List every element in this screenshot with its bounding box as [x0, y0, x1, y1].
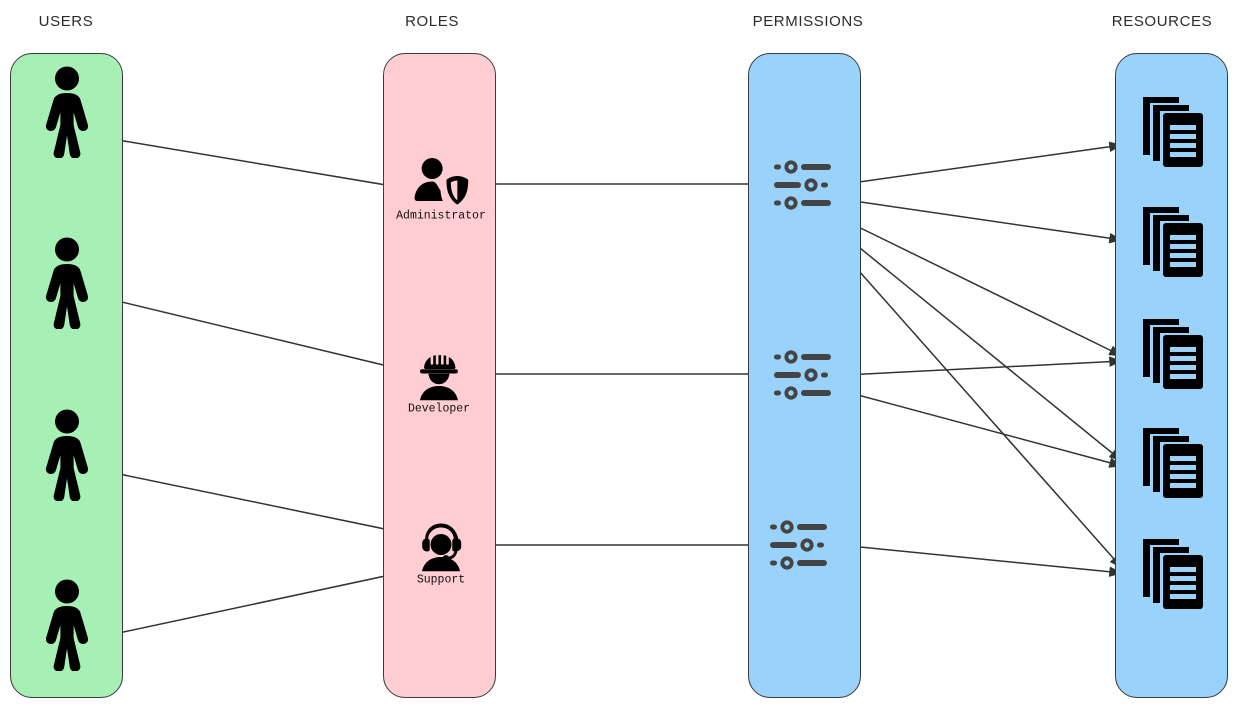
edge-permission1-resource4 — [827, 221, 1123, 462]
role-support-label: Support — [416, 573, 466, 587]
edge-user1-administrator — [99, 136, 405, 192]
permission-3[interactable] — [768, 518, 840, 572]
edge-permission2-resource3 — [844, 356, 1123, 376]
role-developer[interactable]: Developer — [408, 351, 470, 416]
user-1[interactable] — [39, 66, 95, 158]
person-icon — [39, 409, 95, 501]
resource-2[interactable] — [1134, 201, 1210, 279]
user-2[interactable] — [39, 237, 95, 329]
resource-1[interactable] — [1134, 91, 1210, 169]
edge-permission1-resource5 — [819, 226, 1123, 569]
edge-permission1-resource2 — [846, 199, 1123, 244]
person-icon — [39, 66, 95, 158]
hardhat-worker-icon — [411, 351, 467, 401]
edge-permission3-resource5 — [839, 544, 1123, 577]
column-header-resources: RESOURCES — [1111, 13, 1213, 30]
sliders-icon — [768, 518, 840, 572]
edge-permission1-resource1 — [844, 141, 1123, 185]
headset-agent-icon — [413, 522, 469, 572]
resource-5[interactable] — [1134, 533, 1210, 611]
edge-permission1-resource3 — [837, 216, 1123, 357]
user-3[interactable] — [39, 409, 95, 501]
documents-stack-icon — [1134, 201, 1210, 279]
documents-stack-icon — [1134, 313, 1210, 391]
resource-3[interactable] — [1134, 313, 1210, 391]
permission-1[interactable] — [772, 158, 844, 212]
documents-stack-icon — [1134, 422, 1210, 500]
edge-user2-developer — [96, 295, 405, 373]
role-support[interactable]: Support — [413, 522, 469, 587]
role-developer-label: Developer — [407, 402, 471, 416]
admin-shield-icon — [410, 158, 472, 208]
edge-user4-support — [99, 569, 405, 638]
role-administrator[interactable]: Administrator — [396, 158, 486, 223]
permission-2[interactable] — [772, 348, 844, 402]
edge-permission2-resource4 — [842, 390, 1123, 468]
documents-stack-icon — [1134, 533, 1210, 611]
edge-user3-support — [99, 469, 405, 536]
person-icon — [39, 579, 95, 671]
column-header-permissions: PERMISSIONS — [752, 13, 864, 30]
role-administrator-label: Administrator — [396, 209, 486, 223]
column-header-roles: ROLES — [405, 13, 459, 30]
column-header-users: USERS — [38, 13, 94, 30]
documents-stack-icon — [1134, 91, 1210, 169]
resource-4[interactable] — [1134, 422, 1210, 500]
sliders-icon — [772, 158, 844, 212]
sliders-icon — [772, 348, 844, 402]
user-4[interactable] — [39, 579, 95, 671]
person-icon — [39, 237, 95, 329]
